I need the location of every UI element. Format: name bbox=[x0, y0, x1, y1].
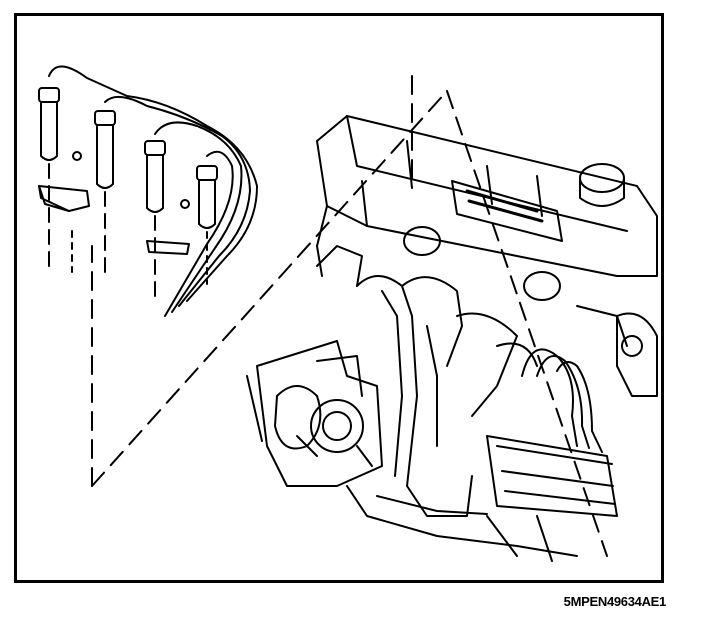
detail-callout-leader bbox=[91, 75, 608, 557]
spark-plug-boot-4 bbox=[196, 165, 218, 229]
figure-code: 5MPEN49634AE1 bbox=[563, 594, 667, 609]
wire-bracket bbox=[38, 185, 90, 212]
water-outlet bbox=[296, 399, 373, 467]
engine-block bbox=[246, 340, 383, 487]
diagram-frame bbox=[14, 13, 664, 583]
engine-spark-plug-wire-illustration bbox=[38, 65, 658, 562]
ignition-module bbox=[486, 348, 618, 517]
cylinder-head-cover bbox=[316, 115, 658, 277]
oil-filler-cap bbox=[579, 163, 625, 207]
exhaust-manifold bbox=[356, 275, 538, 517]
spark-plug-boot-3 bbox=[144, 140, 166, 297]
engine-name-plate bbox=[451, 180, 563, 242]
spark-plug-boot-1 bbox=[38, 87, 60, 267]
spark-plug-boot-2 bbox=[94, 110, 116, 279]
spark-plug-wire-detail bbox=[38, 65, 258, 317]
ignition-wire-bundle bbox=[48, 65, 258, 317]
engine-assembly bbox=[246, 115, 658, 562]
